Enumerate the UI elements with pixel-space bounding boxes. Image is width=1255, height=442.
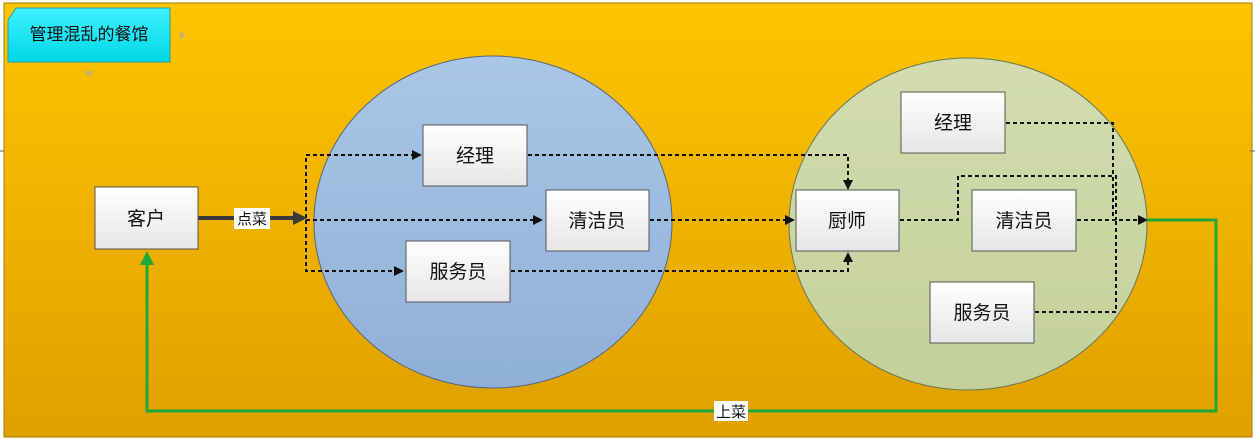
cleaner-right-node[interactable]: 清洁员: [971, 189, 1077, 252]
to-manager-left-line: [305, 150, 422, 218]
serve-line: [140, 218, 1218, 413]
waiter-right-to-output-line: [1035, 220, 1117, 313]
left-staff-circle: [313, 55, 673, 389]
waiter-right-node[interactable]: 服务员: [929, 281, 1035, 344]
waiter-right-label: 服务员: [953, 302, 1010, 324]
manager-right-node[interactable]: 经理: [900, 91, 1006, 154]
customer-node[interactable]: 客户: [94, 186, 199, 250]
chef-to-output-line: [900, 175, 1117, 221]
manager-left-label: 经理: [456, 145, 494, 167]
expand-down-icon[interactable]: [84, 71, 94, 77]
order-label: 点菜: [237, 210, 267, 228]
cleaner-left-node[interactable]: 清洁员: [545, 189, 650, 252]
manager-left-to-chef-line: [528, 154, 853, 190]
to-waiter-left-line: [305, 220, 404, 276]
chef-node[interactable]: 厨师: [795, 189, 900, 252]
waiter-left-to-chef-line: [511, 252, 853, 272]
serve-label: 上菜: [716, 403, 746, 421]
manager-right-label: 经理: [934, 112, 972, 134]
chef-label: 厨师: [828, 210, 866, 232]
manager-right-to-output-line: [1006, 122, 1114, 220]
serve-label-bg: [714, 401, 748, 421]
cleaner-left-label: 清洁员: [568, 210, 625, 232]
waiter-left-node[interactable]: 服务员: [405, 240, 511, 303]
diagram-title: 管理混乱的餐馆: [30, 25, 149, 45]
expand-right-icon[interactable]: [180, 31, 186, 39]
waiter-left-label: 服务员: [429, 261, 486, 283]
customer-label: 客户: [127, 208, 165, 230]
cleaner-right-label: 清洁员: [995, 210, 1052, 232]
title-tag: 管理混乱的餐馆: [7, 7, 171, 63]
order-label-bg: [234, 208, 270, 229]
manager-left-node[interactable]: 经理: [422, 124, 528, 187]
